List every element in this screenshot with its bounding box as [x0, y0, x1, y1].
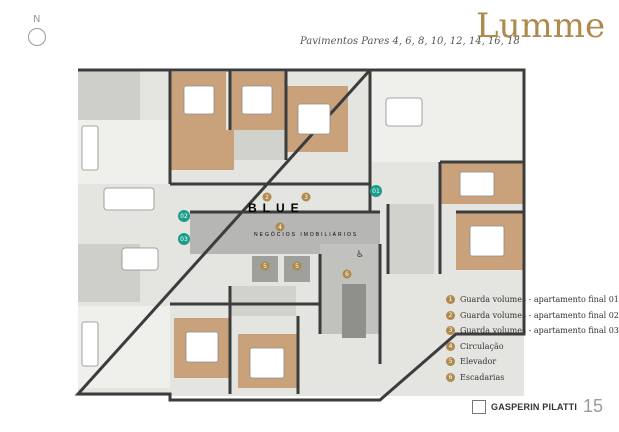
- plan-marker-4: [275, 222, 285, 232]
- legend-number: 4: [446, 341, 455, 351]
- north-indicator: N: [22, 14, 52, 50]
- plan-marker-6: [342, 269, 352, 279]
- legend-item: 1 Guarda volumes - apartamento final 01: [446, 292, 619, 308]
- plan-marker-5b-label: 5: [295, 263, 299, 270]
- brand-logo: Lumme: [476, 6, 606, 46]
- legend-text: Circulação: [460, 341, 504, 351]
- terrace-top-left: [78, 70, 140, 120]
- developer-mark-icon: [472, 399, 486, 414]
- floor-subtitle: Pavimentos Pares 4, 6, 8, 10, 12, 14, 16…: [300, 36, 520, 47]
- legend-text: Guarda volumes - apartamento final 01: [460, 295, 619, 305]
- bed-top-3: [297, 103, 331, 135]
- developer-logo: GASPERIN PILATTI 15: [472, 396, 603, 417]
- legend-text: Elevador: [460, 357, 497, 367]
- floor-plan: 2 3 4 5 5 6 01 02 03 BLUE NEGÓCIOS IMOBI…: [74, 68, 526, 402]
- legend-item: 3 Guarda volumes - apartamento final 03: [446, 323, 619, 339]
- legend-text: Escadarias: [460, 372, 505, 382]
- legend-number: 3: [446, 326, 455, 336]
- sofa-top: [81, 125, 99, 171]
- hall-wood-top: [170, 130, 234, 170]
- compass-icon: [28, 28, 46, 46]
- bathroom-right: [388, 204, 434, 274]
- legend: 1 Guarda volumes - apartamento final 01 2…: [446, 292, 619, 386]
- dining-table-right: [385, 97, 423, 127]
- bathroom-top: [234, 130, 286, 160]
- legend-number: 1: [446, 295, 455, 305]
- legend-number: 5: [446, 357, 455, 367]
- bed-bottom-1: [185, 331, 219, 363]
- bed-right-2: [469, 225, 505, 257]
- legend-text: Guarda volumes - apartamento final 03: [460, 326, 619, 336]
- developer-years: 15: [583, 396, 604, 416]
- north-label: N: [33, 14, 41, 25]
- bed-top-1: [183, 85, 215, 115]
- plan-marker-2: [262, 192, 272, 202]
- sofa-bottom: [81, 321, 99, 367]
- legend-number: 6: [446, 372, 455, 382]
- plan-marker-3-label: 3: [304, 194, 308, 201]
- plan-marker-2-label: 2: [265, 194, 269, 201]
- plan-marker-4-label: 4: [278, 224, 282, 231]
- staircase: [342, 284, 366, 338]
- legend-item: 5 Elevador: [446, 354, 606, 370]
- plan-marker-3: [301, 192, 311, 202]
- plan-marker-5a: [260, 261, 270, 271]
- plan-marker-5b: [292, 261, 302, 271]
- apartment-marker-01-label: 01: [372, 188, 380, 195]
- apartment-markers: 01 02 03: [178, 185, 382, 245]
- plan-marker-5a-label: 5: [263, 263, 267, 270]
- walls: [74, 68, 526, 402]
- legend-item: 4 Circulação: [446, 339, 606, 355]
- legend-item: 6 Escadarias: [446, 370, 606, 386]
- apartment-marker-02: [178, 210, 190, 222]
- plan-number-markers: 2 3 4 5 5 6: [260, 192, 352, 279]
- apartment-marker-02-label: 02: [180, 213, 188, 220]
- apartment-marker-01: [370, 185, 382, 197]
- plan-marker-6-label: 6: [345, 271, 349, 278]
- bed-bottom-2: [249, 347, 285, 379]
- watermark-main: BLUE: [248, 201, 305, 215]
- dining-table-top: [103, 187, 155, 211]
- developer-name: GASPERIN PILATTI: [491, 401, 578, 412]
- furniture: [81, 85, 505, 379]
- accessibility-icon: ♿: [356, 250, 364, 260]
- apartment-marker-03: [178, 233, 190, 245]
- bed-top-2: [241, 85, 273, 115]
- dining-table-bottom: [121, 247, 159, 271]
- legend-text: Guarda volumes - apartamento final 02: [460, 310, 619, 320]
- bathroom-bottom: [230, 286, 296, 316]
- watermark-sub: NEGÓCIOS IMOBILIÁRIOS: [254, 231, 358, 238]
- legend-item: 2 Guarda volumes - apartamento final 02: [446, 308, 619, 324]
- apartment-marker-03-label: 03: [180, 236, 188, 243]
- legend-number: 2: [446, 310, 455, 320]
- bed-right-1: [459, 171, 495, 197]
